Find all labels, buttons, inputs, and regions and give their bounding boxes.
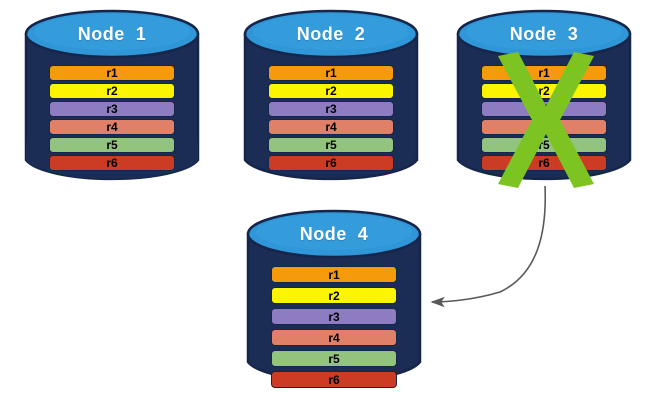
row-label: r4 xyxy=(325,120,337,134)
node-1-rows: r1 r2 r3 r4 r5 r6 xyxy=(49,65,175,171)
node-3-row-r1[interactable]: r1 xyxy=(481,65,607,81)
node-4-row-r6[interactable]: r6 xyxy=(271,371,397,388)
row-label: r1 xyxy=(106,66,118,80)
arrow-path xyxy=(430,185,547,308)
node-4-row-r5[interactable]: r5 xyxy=(271,350,397,367)
row-label: r4 xyxy=(538,120,550,134)
row-label: r2 xyxy=(538,84,550,98)
node-2-row-r3[interactable]: r3 xyxy=(268,101,394,117)
node-3-row-r6[interactable]: r6 xyxy=(481,155,607,171)
row-label: r5 xyxy=(538,138,550,152)
node-4-row-r1[interactable]: r1 xyxy=(271,266,397,283)
node-3-row-r5[interactable]: r5 xyxy=(481,137,607,153)
node-4-rows: r1 r2 r3 r4 r5 r6 xyxy=(271,266,397,388)
row-label: r1 xyxy=(325,66,337,80)
row-label: r4 xyxy=(328,330,340,345)
node-4-cylinder[interactable]: Node 4 r1 r2 r3 r4 r5 r6 xyxy=(246,209,422,388)
row-label: r6 xyxy=(106,156,118,170)
node-1-row-r3[interactable]: r3 xyxy=(49,101,175,117)
row-label: r6 xyxy=(538,156,550,170)
node-1-row-r2[interactable]: r2 xyxy=(49,83,175,99)
node-1-row-r5[interactable]: r5 xyxy=(49,137,175,153)
node-2-row-r6[interactable]: r6 xyxy=(268,155,394,171)
row-label: r3 xyxy=(538,102,550,116)
node-1-cylinder[interactable]: Node 1 r1 r2 r3 r4 r5 r6 xyxy=(24,9,200,184)
row-label: r6 xyxy=(328,372,340,387)
row-label: r2 xyxy=(106,84,118,98)
row-label: r5 xyxy=(325,138,337,152)
row-label: r2 xyxy=(325,84,337,98)
row-label: r3 xyxy=(106,102,118,116)
node-2-rows: r1 r2 r3 r4 r5 r6 xyxy=(268,65,394,171)
node-4-row-r3[interactable]: r3 xyxy=(271,308,397,325)
row-label: r1 xyxy=(538,66,550,80)
row-label: r5 xyxy=(106,138,118,152)
row-label: r2 xyxy=(328,288,340,303)
row-label: r5 xyxy=(328,351,340,366)
node-2-row-r1[interactable]: r1 xyxy=(268,65,394,81)
node-4-row-r4[interactable]: r4 xyxy=(271,329,397,346)
node-3-row-r2[interactable]: r2 xyxy=(481,83,607,99)
node-1-row-r4[interactable]: r4 xyxy=(49,119,175,135)
row-label: r4 xyxy=(106,120,118,134)
node-1-row-r6[interactable]: r6 xyxy=(49,155,175,171)
node-2-row-r4[interactable]: r4 xyxy=(268,119,394,135)
node-3-row-r4[interactable]: r4 xyxy=(481,119,607,135)
node-3-cylinder[interactable]: Node 3 r1 r2 r3 r4 r5 r6 xyxy=(456,9,632,188)
row-label: r6 xyxy=(325,156,337,170)
node-2-row-r2[interactable]: r2 xyxy=(268,83,394,99)
node-2-cylinder[interactable]: Node 2 r1 r2 r3 r4 r5 r6 xyxy=(243,9,419,184)
row-label: r3 xyxy=(328,309,340,324)
node-1-row-r1[interactable]: r1 xyxy=(49,65,175,81)
node-3-rows: r1 r2 r3 r4 r5 r6 xyxy=(481,65,607,171)
node-4-row-r2[interactable]: r2 xyxy=(271,287,397,304)
row-label: r3 xyxy=(325,102,337,116)
row-label: r1 xyxy=(328,267,340,282)
node-2-row-r5[interactable]: r5 xyxy=(268,137,394,153)
node-3-row-r3[interactable]: r3 xyxy=(481,101,607,117)
